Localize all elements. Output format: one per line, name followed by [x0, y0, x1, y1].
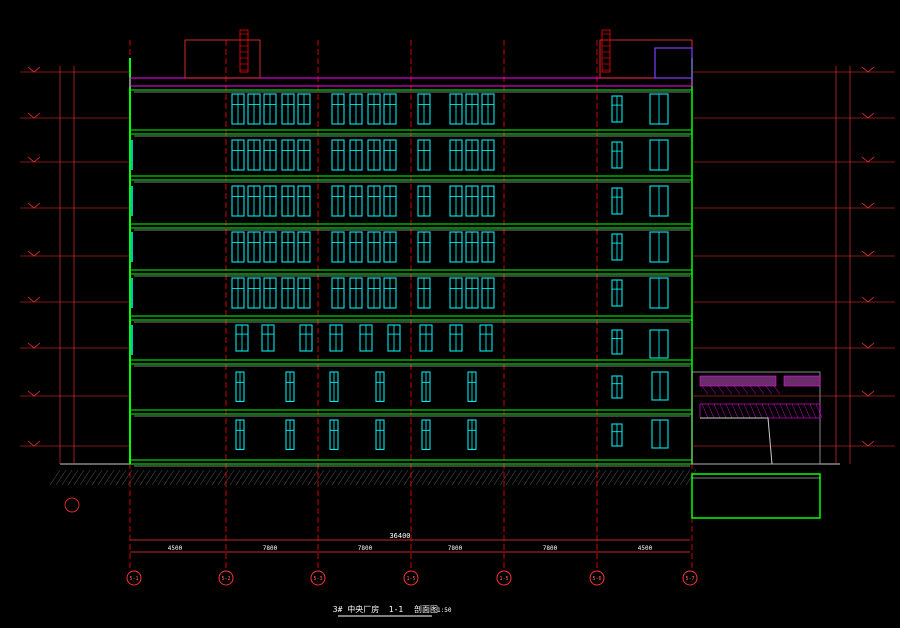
roof-ladder — [601, 29, 611, 73]
svg-text:5-6: 5-6 — [592, 576, 601, 582]
level-tick — [27, 296, 41, 303]
roof-stair-house — [184, 39, 261, 79]
floor-slab — [129, 129, 693, 135]
svg-text:1-5: 1-5 — [499, 576, 508, 582]
total-dimension: 36400 — [389, 532, 410, 540]
level-tick — [861, 296, 875, 303]
floor-slab — [129, 315, 693, 321]
level-tick — [861, 202, 875, 209]
title-view: 剖面图 — [414, 604, 438, 614]
span-dimension: 7800 — [543, 545, 558, 552]
axis-bubbles: 5-1 5-2 5-3 1-5 1-5 5-6 5-7 — [126, 570, 698, 586]
svg-text:5-7: 5-7 — [685, 576, 694, 582]
level-tick — [861, 342, 875, 349]
span-dimension: 7800 — [358, 545, 373, 552]
svg-text:5-2: 5-2 — [221, 576, 230, 582]
span-dimension: 7800 — [448, 545, 463, 552]
roof-parapet — [129, 77, 693, 87]
level-tick — [861, 440, 875, 447]
span-dimension: 4500 — [168, 545, 183, 552]
svg-text:5-3: 5-3 — [313, 576, 322, 582]
title-scale: 1:50 — [437, 607, 452, 614]
axis-bubble: 1-5 — [496, 570, 512, 586]
level-tick — [861, 112, 875, 119]
axis-bubble: 1-5 — [403, 570, 419, 586]
floor-slab — [129, 175, 693, 181]
floor-slab — [129, 223, 693, 229]
axis-bubble: 5-2 — [218, 570, 234, 586]
roof-ladder — [239, 29, 249, 73]
level-tick — [27, 250, 41, 257]
basement — [691, 473, 821, 519]
annex-roof-truss — [699, 375, 777, 387]
svg-text:1-5: 1-5 — [406, 576, 415, 582]
level-tick — [27, 390, 41, 397]
level-tick — [27, 112, 41, 119]
roof-machine-room — [654, 47, 693, 79]
span-dimension: 7800 — [263, 545, 278, 552]
annex-structure — [691, 371, 823, 519]
building-section — [129, 29, 693, 570]
level-tick — [861, 250, 875, 257]
level-tick — [27, 66, 41, 73]
svg-text:5-1: 5-1 — [129, 576, 138, 582]
level-tick — [861, 156, 875, 163]
span-dimension: 4500 — [638, 545, 653, 552]
level-markers — [20, 66, 895, 513]
axis-bubble: 5-3 — [310, 570, 326, 586]
axis-bubble: 5-6 — [589, 570, 605, 586]
detail-bubble — [64, 497, 80, 513]
axis-bubble: 5-1 — [126, 570, 142, 586]
floor-slab — [129, 359, 693, 365]
dimension-line: 36400 4500 7800 7800 7800 7800 4500 — [130, 532, 690, 553]
level-tick — [27, 202, 41, 209]
annex-roof-truss — [783, 375, 821, 387]
level-tick — [861, 66, 875, 73]
axis-bubble: 5-7 — [682, 570, 698, 586]
level-tick — [27, 156, 41, 163]
title-section: 1-1 — [389, 605, 404, 614]
level-tick — [27, 440, 41, 447]
annex-ramp — [700, 417, 773, 465]
level-tick — [861, 390, 875, 397]
title-building: 3# 中央厂房 — [333, 604, 379, 614]
level-tick — [27, 342, 41, 349]
floor-slab — [129, 269, 693, 275]
window-group — [131, 93, 669, 450]
drawing-title: 3# 中央厂房 1-1 剖面图 1:50 — [333, 604, 452, 617]
